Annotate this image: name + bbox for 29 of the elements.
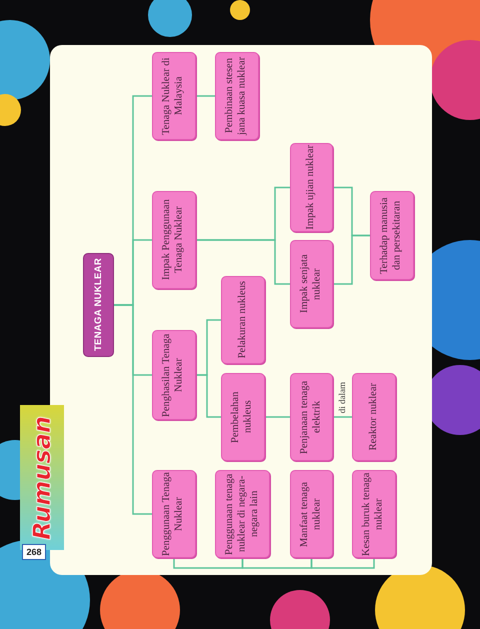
topic-box: Pelakuran nukleus bbox=[221, 276, 265, 364]
connector-line bbox=[242, 558, 312, 569]
topic-box: Penggunaan Tenaga Nuklear bbox=[152, 470, 196, 558]
connector-line bbox=[196, 95, 215, 97]
main-topic-box: TENAGA NUKLEAR bbox=[83, 253, 114, 357]
connector-line bbox=[333, 234, 370, 285]
topic-box: Pembinaan stesen jana kuasa nuklear bbox=[215, 52, 259, 140]
connector-line bbox=[114, 304, 152, 515]
topic-box: Penggunaan tenaga nuklear di negara-negara lain bbox=[215, 470, 270, 558]
connector-line bbox=[333, 416, 352, 418]
topic-box: Pembelahan nukleus bbox=[221, 373, 265, 461]
topic-box: Terhadap manusia dan persekitaran bbox=[370, 191, 414, 280]
topic-box: Manfaat tenaga nuklear bbox=[290, 470, 333, 558]
connector-line bbox=[173, 558, 244, 569]
topic-box: Kesan buruk tenaga nuklear bbox=[352, 470, 396, 558]
edge-label: di dalam bbox=[336, 381, 346, 414]
topic-box: Penghasilan Tenaga Nuklear bbox=[152, 330, 196, 420]
connector-line bbox=[196, 239, 290, 285]
topic-box: Impak ujian nuklear bbox=[290, 143, 333, 232]
connector-line bbox=[310, 558, 375, 569]
topic-box: Impak senjata nuklear bbox=[290, 240, 333, 328]
topic-box: Tenaga Nuklear di Malaysia bbox=[152, 52, 196, 140]
section-title: Rumusan bbox=[20, 405, 64, 550]
page-number: 268 bbox=[22, 544, 46, 560]
connector-line bbox=[196, 374, 221, 418]
topic-box: Reaktor nuklear bbox=[352, 373, 396, 461]
topic-box: Impak Penggunaan Tenaga Nuklear bbox=[152, 191, 196, 289]
connector-line bbox=[265, 416, 290, 418]
topic-box: Penjanaan tenaga elektrik bbox=[290, 373, 333, 461]
